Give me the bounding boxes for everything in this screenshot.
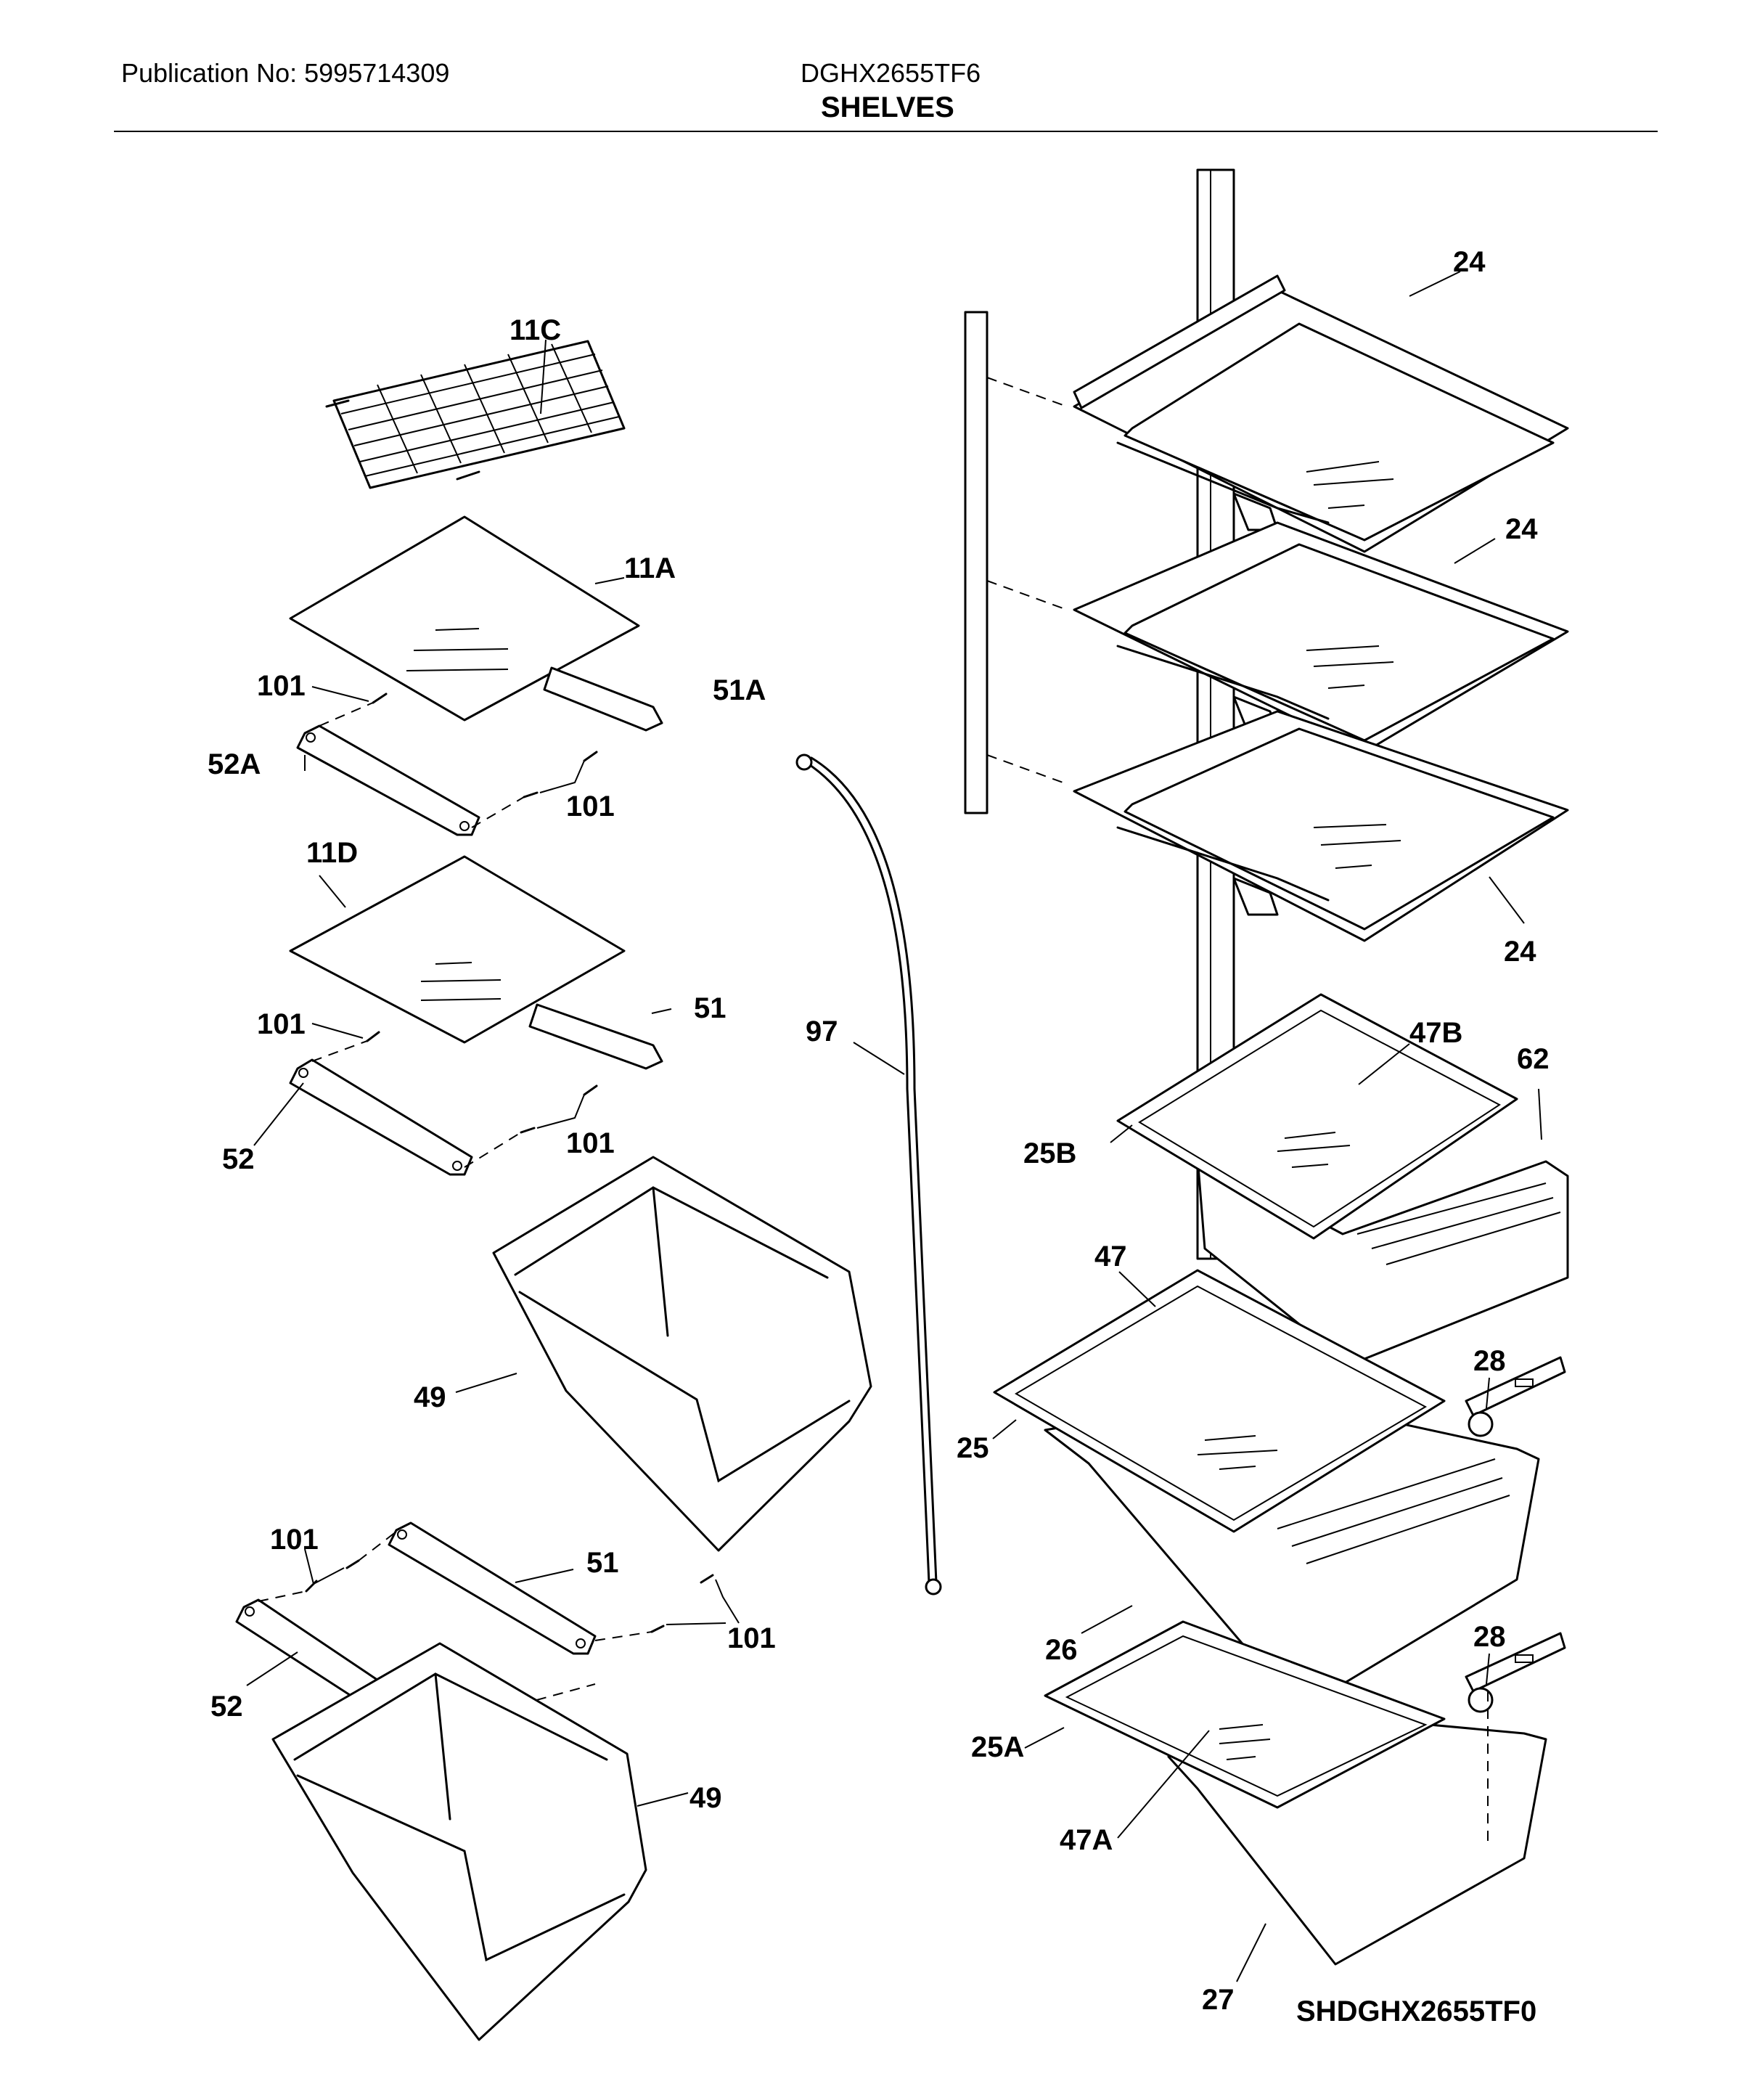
callout-49: 49	[689, 1782, 722, 1814]
callout-11d: 11D	[306, 837, 358, 869]
callout-49: 49	[414, 1381, 446, 1413]
callout-11c: 11C	[509, 314, 561, 346]
callout-62: 62	[1517, 1043, 1550, 1075]
part-28-drawer-slide-upper	[1465, 1356, 1566, 1437]
callout-28: 28	[1473, 1345, 1506, 1377]
part-11c-wire-shelf	[325, 340, 626, 489]
part-97-water-tube	[795, 753, 942, 1596]
part-25a-47a-crisper-cover	[1044, 1620, 1446, 1809]
callout-101: 101	[727, 1622, 776, 1654]
callout-25b: 25B	[1023, 1137, 1076, 1169]
section-title: SHELVES	[821, 91, 954, 123]
callout-101: 101	[566, 790, 615, 822]
callout-25: 25	[957, 1432, 989, 1464]
part-101-screws-upper	[372, 692, 598, 798]
publication-number: Publication No: 5995714309	[121, 58, 450, 88]
model-number: DGHX2655TF6	[801, 58, 981, 88]
callout-11a: 11A	[624, 552, 676, 584]
callout-101: 101	[566, 1127, 615, 1159]
part-47b-crisper-cover	[1116, 993, 1518, 1240]
callout-101: 101	[257, 670, 306, 702]
callout-47a: 47A	[1060, 1824, 1113, 1856]
callout-25a: 25A	[971, 1731, 1024, 1763]
callout-28: 28	[1473, 1621, 1506, 1653]
callout-47b: 47B	[1409, 1017, 1462, 1049]
callout-51: 51	[694, 992, 726, 1024]
part-47-crisper-cover	[993, 1269, 1446, 1533]
part-101-screws-middle	[366, 1031, 598, 1134]
callout-52: 52	[222, 1143, 255, 1175]
callout-97: 97	[806, 1016, 838, 1047]
callout-24: 24	[1505, 513, 1538, 545]
callout-52a: 52A	[208, 748, 261, 780]
part-11a-glass-shelf	[289, 515, 663, 732]
part-49-storage-bin-upper	[492, 1156, 872, 1552]
callout-24: 24	[1453, 246, 1486, 278]
callout-52: 52	[210, 1691, 243, 1723]
part-24-cantilever-shelf-bottom	[1073, 710, 1569, 942]
part-28-drawer-slide-lower	[1465, 1632, 1566, 1713]
callout-27: 27	[1202, 1984, 1235, 2016]
callout-101: 101	[257, 1008, 306, 1040]
part-11d-glass-shelf	[289, 855, 663, 1070]
part-24-cantilever-shelf-middle	[1073, 521, 1569, 753]
callout-101: 101	[270, 1524, 319, 1556]
figure-code: SHDGHX2655TF0	[1296, 1995, 1536, 2027]
part-52-shelf-rail-middle	[289, 1058, 473, 1176]
part-52a-shelf-rail	[296, 724, 480, 836]
callout-51a: 51A	[713, 674, 766, 706]
part-51-shelf-rail-lower	[388, 1521, 597, 1655]
callout-47: 47	[1094, 1241, 1127, 1272]
callout-51: 51	[586, 1547, 619, 1579]
callout-26: 26	[1045, 1634, 1078, 1666]
callout-24: 24	[1504, 936, 1536, 968]
part-24-cantilever-shelf-top	[1073, 274, 1569, 553]
header-rule	[114, 131, 1658, 132]
part-49-storage-bin-lower	[271, 1642, 647, 2041]
